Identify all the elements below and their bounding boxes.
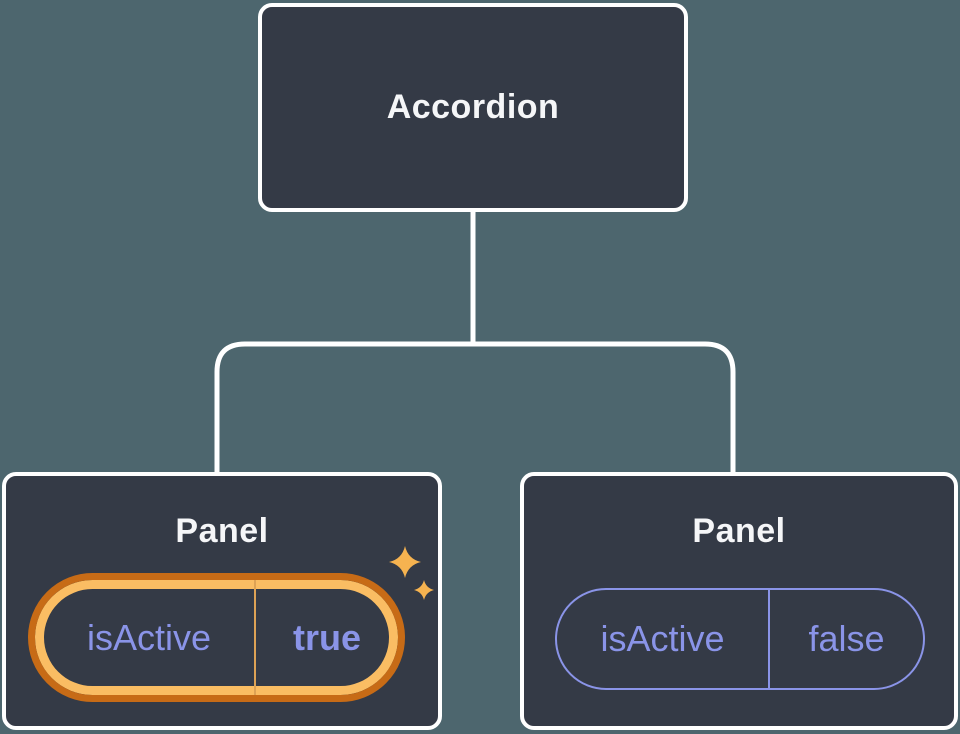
state-value: false xyxy=(808,618,885,659)
tree-node-panel-inactive: Panel isActive false xyxy=(520,472,958,730)
state-name: isActive xyxy=(35,580,256,695)
sparkles-icon xyxy=(389,546,434,600)
state-pill-inactive: isActive false xyxy=(555,588,925,690)
panel-node-label: Panel xyxy=(692,512,786,550)
state-pill-active: isActive true xyxy=(28,573,405,702)
tree-node-panel-active: Panel isActive true xyxy=(2,472,442,730)
accordion-node-label: Accordion xyxy=(386,88,560,126)
panel-node-label: Panel xyxy=(175,512,269,550)
state-name: isActive xyxy=(557,590,770,688)
tree-node-accordion: Accordion xyxy=(258,3,688,212)
state-value: true xyxy=(292,616,361,658)
